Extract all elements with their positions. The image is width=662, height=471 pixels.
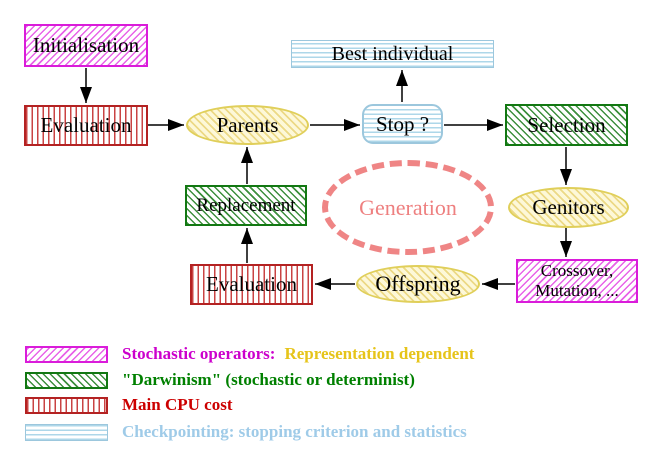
legend-row-darwinism: "Darwinism" (stochastic or determinist) xyxy=(25,368,415,392)
node-generation-label: Generation xyxy=(359,194,457,220)
node-crossover-line2: Mutation, ... xyxy=(535,281,619,300)
legend-swatch-magenta-diagonal-hatch xyxy=(25,345,108,363)
node-genitors-label: Genitors xyxy=(532,195,605,220)
legend-label: Stochastic operators: Representation depe… xyxy=(122,344,474,364)
node-evaluation-bottom-label: Evaluation xyxy=(206,272,297,297)
legend-swatch-red-vertical-stripes xyxy=(25,396,108,414)
legend-text-checkpointing: Checkpointing: stopping criterion and st… xyxy=(122,422,467,441)
node-evaluation-top: Evaluation xyxy=(24,105,148,146)
legend-row-main-cpu-cost: Main CPU cost xyxy=(25,393,232,417)
node-parents-label: Parents xyxy=(216,112,279,137)
node-evaluation-bottom: Evaluation xyxy=(190,264,313,305)
node-parents: Parents xyxy=(186,105,309,145)
node-crossover-mutation: Crossover, Mutation, ... xyxy=(516,259,638,303)
node-stop: Stop ? xyxy=(362,104,443,144)
node-crossover-line1: Crossover, xyxy=(540,261,614,281)
legend-row-checkpointing: Checkpointing: stopping criterion and st… xyxy=(25,420,467,444)
node-generation: Generation xyxy=(322,160,494,255)
node-evaluation-top-label: Evaluation xyxy=(40,113,132,138)
legend-swatch-blue-horizontal-stripes xyxy=(25,423,108,441)
node-best-individual: Best individual xyxy=(291,40,494,68)
node-initialisation-label: Initialisation xyxy=(32,33,140,58)
node-initialisation: Initialisation xyxy=(24,24,148,67)
legend-text-representation-dependent: Representation dependent xyxy=(284,344,475,363)
legend-text-main-cpu-cost: Main CPU cost xyxy=(122,395,233,414)
legend-text-darwinism: "Darwinism" (stochastic or determinist) xyxy=(122,370,415,389)
node-stop-label: Stop ? xyxy=(375,111,430,136)
node-selection: Selection xyxy=(505,104,628,146)
node-replacement-label: Replacement xyxy=(196,194,296,216)
node-genitors: Genitors xyxy=(508,187,629,228)
legend-row-stochastic-operators: Stochastic operators: Representation depe… xyxy=(25,342,474,366)
node-offspring-label: Offspring xyxy=(375,271,461,297)
legend-swatch-green-diagonal-hatch xyxy=(25,371,108,389)
node-best-individual-label: Best individual xyxy=(331,42,454,65)
node-offspring: Offspring xyxy=(356,265,480,303)
node-selection-label: Selection xyxy=(527,112,606,137)
node-replacement: Replacement xyxy=(185,185,307,226)
legend-text-stochastic-operators: Stochastic operators: xyxy=(122,344,276,363)
